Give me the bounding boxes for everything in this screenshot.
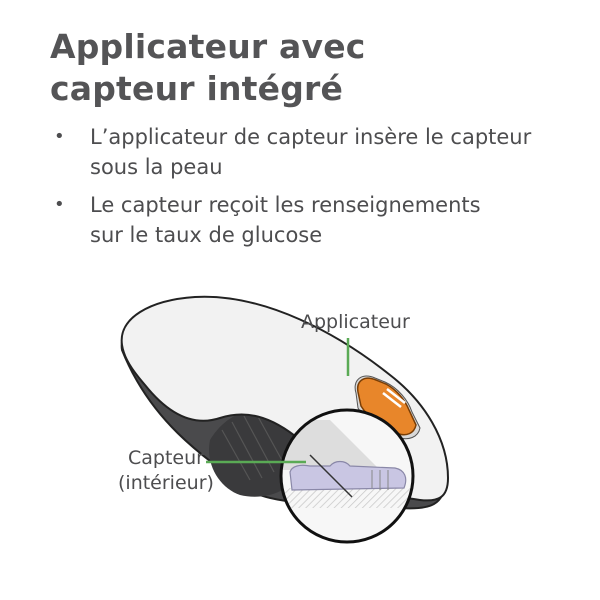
bullet-item: • Le capteur reçoit les renseignements s… bbox=[52, 190, 560, 250]
title-line-1: Applicateur avec bbox=[50, 27, 366, 66]
magnified-sensor-view bbox=[281, 410, 413, 542]
lens-circle bbox=[279, 408, 415, 544]
applicator-label: Applicateur bbox=[301, 311, 410, 333]
sensor-label: Capteur (intérieur) bbox=[118, 447, 214, 494]
bullet-icon: • bbox=[54, 194, 65, 215]
bullet-icon: • bbox=[54, 126, 65, 147]
sensor-body bbox=[289, 460, 407, 491]
bullet-item: • L’applicateur de capteur insère le cap… bbox=[52, 122, 560, 182]
page-title: Applicateur avec capteur intégré bbox=[50, 26, 366, 110]
bullet-list: • L’applicateur de capteur insère le cap… bbox=[52, 122, 560, 258]
title-line-2: capteur intégré bbox=[50, 69, 344, 108]
